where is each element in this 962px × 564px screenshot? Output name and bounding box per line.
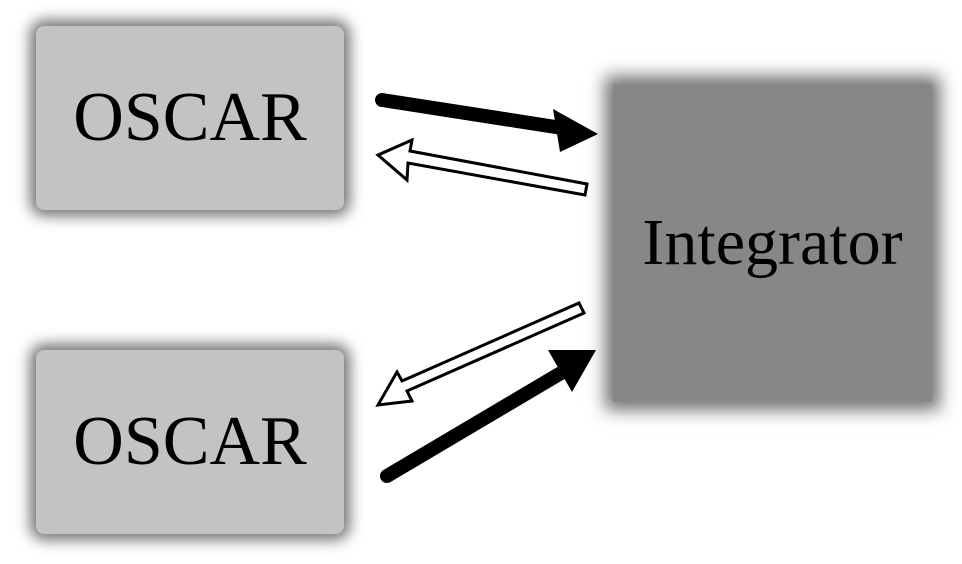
arrow-bottom-solid-head xyxy=(548,350,596,392)
arrow-top-solid-shaft xyxy=(375,93,569,135)
arrow-top-hollow xyxy=(375,137,589,197)
integrator-box: Integrator xyxy=(613,84,932,402)
oscar-top-label: OSCAR xyxy=(73,79,307,156)
oscar-bottom-label: OSCAR xyxy=(73,403,307,480)
oscar-bottom-box: OSCAR xyxy=(36,350,344,534)
arrow-bottom-solid-shaft xyxy=(380,363,573,483)
integrator-label: Integrator xyxy=(642,206,903,279)
arrow-top-solid-head xyxy=(553,109,598,152)
oscar-top-box: OSCAR xyxy=(36,26,344,210)
arrow-bottom-hollow xyxy=(375,301,587,407)
